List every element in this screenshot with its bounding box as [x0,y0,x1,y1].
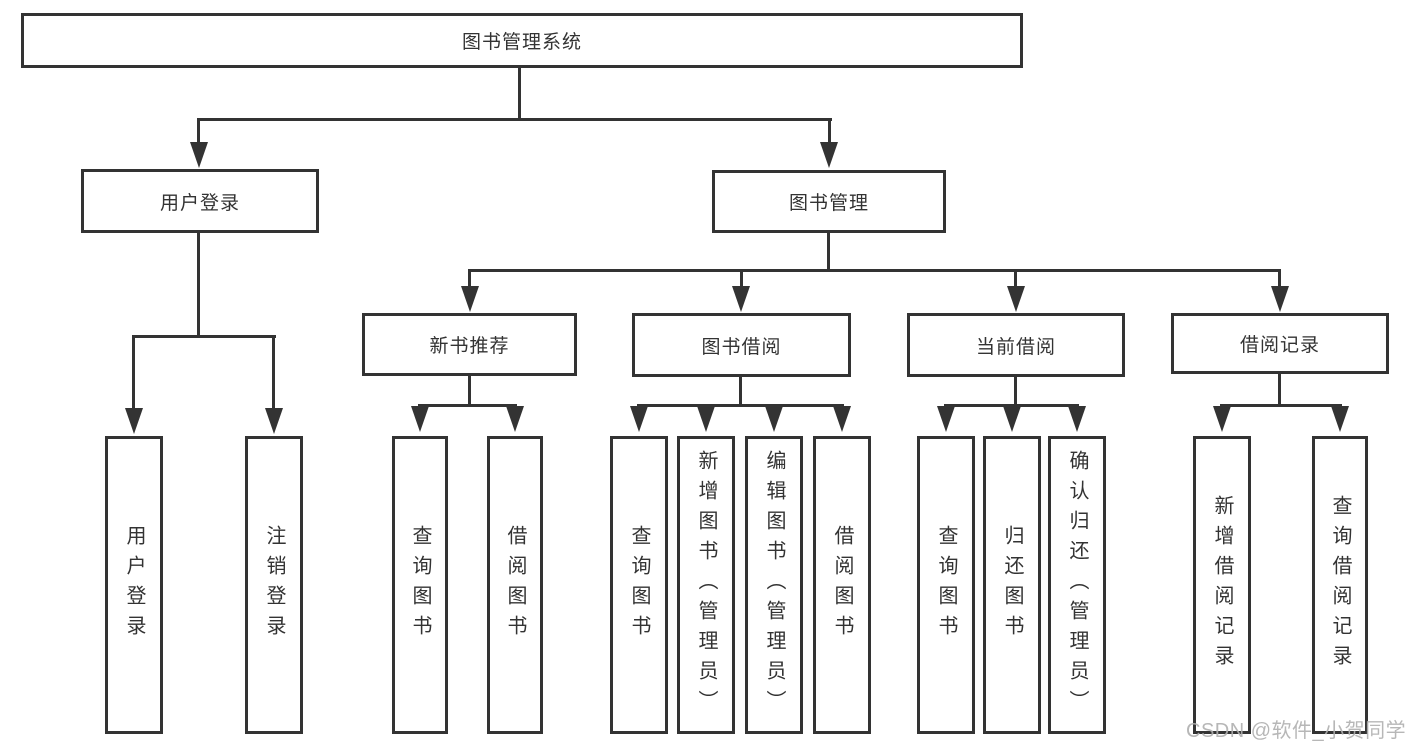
leaf-query-borrow-record-label: 查询借阅记录 [1329,495,1351,675]
connector-line [1014,377,1017,407]
connector-line [197,233,200,338]
leaf-add-borrow-record-label: 新增借阅记录 [1211,495,1233,675]
leaf-add-book-admin: 新增图书（管理员） [677,436,735,734]
connector-line [739,377,742,407]
connector-line [518,68,521,119]
connector-line [944,404,1079,407]
arrow-down-icon [1003,406,1021,432]
leaf-recommend-borrow-book-label: 借阅图书 [504,525,526,645]
leaf-add-borrow-record: 新增借阅记录 [1193,436,1251,734]
arrow-down-icon [820,142,838,168]
arrow-down-icon [411,406,429,432]
connector-line [418,404,517,407]
arrow-down-icon [265,408,283,434]
arrow-down-icon [190,142,208,168]
arrow-down-icon [1271,286,1289,312]
arrow-down-icon [125,408,143,434]
node-root-label: 图书管理系统 [461,32,582,53]
arrow-down-icon [506,406,524,432]
connector-line [132,335,135,413]
leaf-borrowing-borrow-book-label: 借阅图书 [831,525,853,645]
arrow-down-icon [937,406,955,432]
leaf-confirm-return-admin-label: 确认归还（管理员） [1066,450,1088,720]
csdn-watermark: CSDN @软件_小贺同学 [1186,720,1405,742]
leaf-confirm-return-admin: 确认归还（管理员） [1048,436,1106,734]
connector-line [468,376,471,407]
leaf-return-book-label: 归还图书 [1001,525,1023,645]
leaf-current-query-book-label: 查询图书 [935,525,957,645]
node-root: 图书管理系统 [21,13,1023,68]
node-book-management: 图书管理 [712,170,946,233]
node-book-borrowing-label: 图书借阅 [701,336,782,358]
leaf-recommend-query-book-label: 查询图书 [409,525,431,645]
leaf-edit-book-admin: 编辑图书（管理员） [745,436,803,734]
node-user-login: 用户登录 [81,169,319,233]
leaf-logout: 注销登录 [245,436,303,734]
arrow-down-icon [732,286,750,312]
leaf-return-book: 归还图书 [983,436,1041,734]
connector-line [827,233,830,272]
arrow-down-icon [630,406,648,432]
node-new-book-recommend-label: 新书推荐 [429,336,510,357]
arrow-down-icon [697,406,715,432]
connector-line [197,118,832,121]
leaf-borrowing-query-book: 查询图书 [610,436,668,734]
leaf-add-book-admin-label: 新增图书（管理员） [695,450,717,720]
node-book-borrowing: 图书借阅 [632,313,851,377]
leaf-recommend-borrow-book: 借阅图书 [487,436,543,734]
leaf-borrowing-borrow-book: 借阅图书 [813,436,871,734]
connector-line [468,269,1281,272]
leaf-logout-label: 注销登录 [263,525,285,645]
node-book-management-label: 图书管理 [788,193,869,214]
connector-line [468,269,471,289]
connector-line [637,404,844,407]
node-current-borrowing-label: 当前借阅 [975,336,1056,358]
arrow-down-icon [1213,406,1231,432]
leaf-recommend-query-book: 查询图书 [392,436,448,734]
leaf-query-borrow-record: 查询借阅记录 [1312,436,1368,734]
arrow-down-icon [765,406,783,432]
connector-line [1220,404,1342,407]
connector-line [740,269,743,289]
connector-line [828,118,831,146]
leaf-borrowing-query-book-label: 查询图书 [628,525,650,645]
arrow-down-icon [1068,406,1086,432]
connector-line [197,118,200,146]
leaf-user-login: 用户登录 [105,436,163,734]
connector-line [1014,269,1017,289]
arrow-down-icon [461,286,479,312]
leaf-current-query-book: 查询图书 [917,436,975,734]
node-borrow-records-label: 借阅记录 [1239,335,1320,356]
leaf-user-login-label: 用户登录 [123,525,145,645]
arrow-down-icon [1007,286,1025,312]
node-current-borrowing: 当前借阅 [907,313,1125,377]
node-user-login-label: 用户登录 [159,192,240,214]
connector-line [132,335,276,338]
connector-line [1278,374,1281,407]
connector-line [272,335,275,413]
leaf-edit-book-admin-label: 编辑图书（管理员） [763,450,785,720]
node-borrow-records: 借阅记录 [1171,313,1389,374]
connector-line [1278,269,1281,289]
node-new-book-recommend: 新书推荐 [362,313,577,376]
arrow-down-icon [833,406,851,432]
arrow-down-icon [1331,406,1349,432]
